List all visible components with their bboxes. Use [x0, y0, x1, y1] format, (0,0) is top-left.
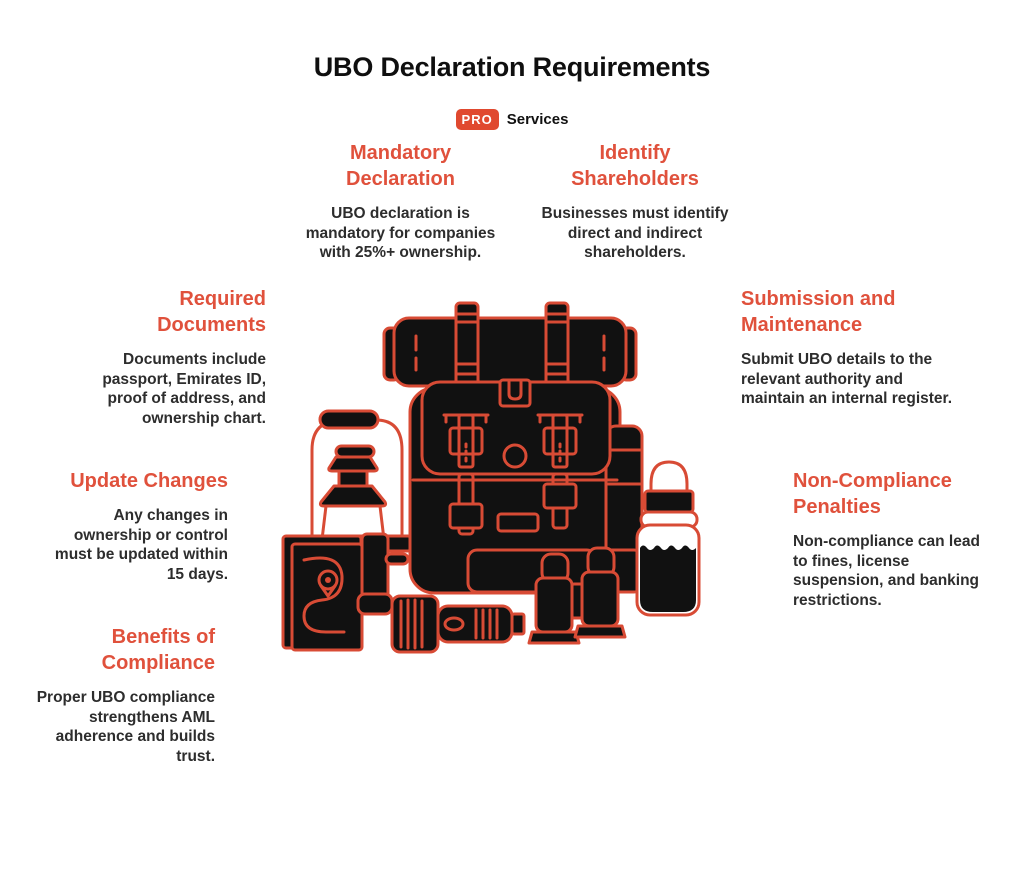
binoculars-icon: [527, 546, 627, 645]
flashlight-icon: [390, 594, 526, 654]
section-heading: Required Documents: [157, 288, 266, 336]
section-identify-shareholders: Identify Shareholders Businesses must id…: [530, 140, 740, 263]
backpack-icon: [408, 378, 644, 595]
pro-logo-badge: PRO: [455, 109, 499, 130]
section-update-changes: Update Changes Any changes in ownership …: [43, 468, 228, 584]
camping-gear-illustration: [280, 298, 720, 658]
section-body: Proper UBO compliance strengthens AML ad…: [36, 689, 215, 765]
sleeping-bag-roll-icon: [382, 301, 638, 391]
section-body: Documents include passport, Emirates ID,…: [102, 351, 266, 427]
water-bottle-icon: [635, 460, 701, 617]
section-body: Businesses must identify direct and indi…: [541, 205, 729, 261]
section-body: Submit UBO details to the relevant autho…: [741, 351, 953, 407]
map-book-icon: [281, 534, 364, 652]
pouch-icon: [356, 532, 410, 616]
camping-gear-illustration-svg: [281, 301, 701, 654]
section-body: UBO declaration is mandatory for compani…: [305, 205, 496, 261]
section-body: Non-compliance can lead to fines, licens…: [793, 533, 980, 609]
page-title: UBO Declaration Requirements: [313, 52, 711, 82]
section-heading: Submission and Maintenance: [741, 288, 896, 336]
section-heading: Non-Compliance Penalties: [793, 470, 952, 518]
section-heading: Mandatory Declaration: [346, 142, 455, 190]
section-heading: Benefits of Compliance: [101, 626, 215, 674]
brand-logo: PRO Services: [0, 109, 1024, 130]
lantern-icon: [305, 409, 413, 553]
section-submission-and-maintenance: Submission and Maintenance Submit UBO de…: [741, 286, 956, 409]
section-heading: Identify Shareholders: [571, 142, 699, 190]
section-required-documents: Required Documents Documents include pas…: [66, 286, 266, 428]
section-body: Any changes in ownership or control must…: [54, 507, 228, 583]
section-heading: Update Changes: [70, 470, 228, 492]
brand-name: Services: [506, 110, 569, 128]
section-mandatory-declaration: Mandatory Declaration UBO declaration is…: [298, 140, 503, 263]
section-benefits-of-compliance: Benefits of Compliance Proper UBO compli…: [15, 624, 215, 766]
section-non-compliance-penalties: Non-Compliance Penalties Non-compliance …: [793, 468, 998, 610]
